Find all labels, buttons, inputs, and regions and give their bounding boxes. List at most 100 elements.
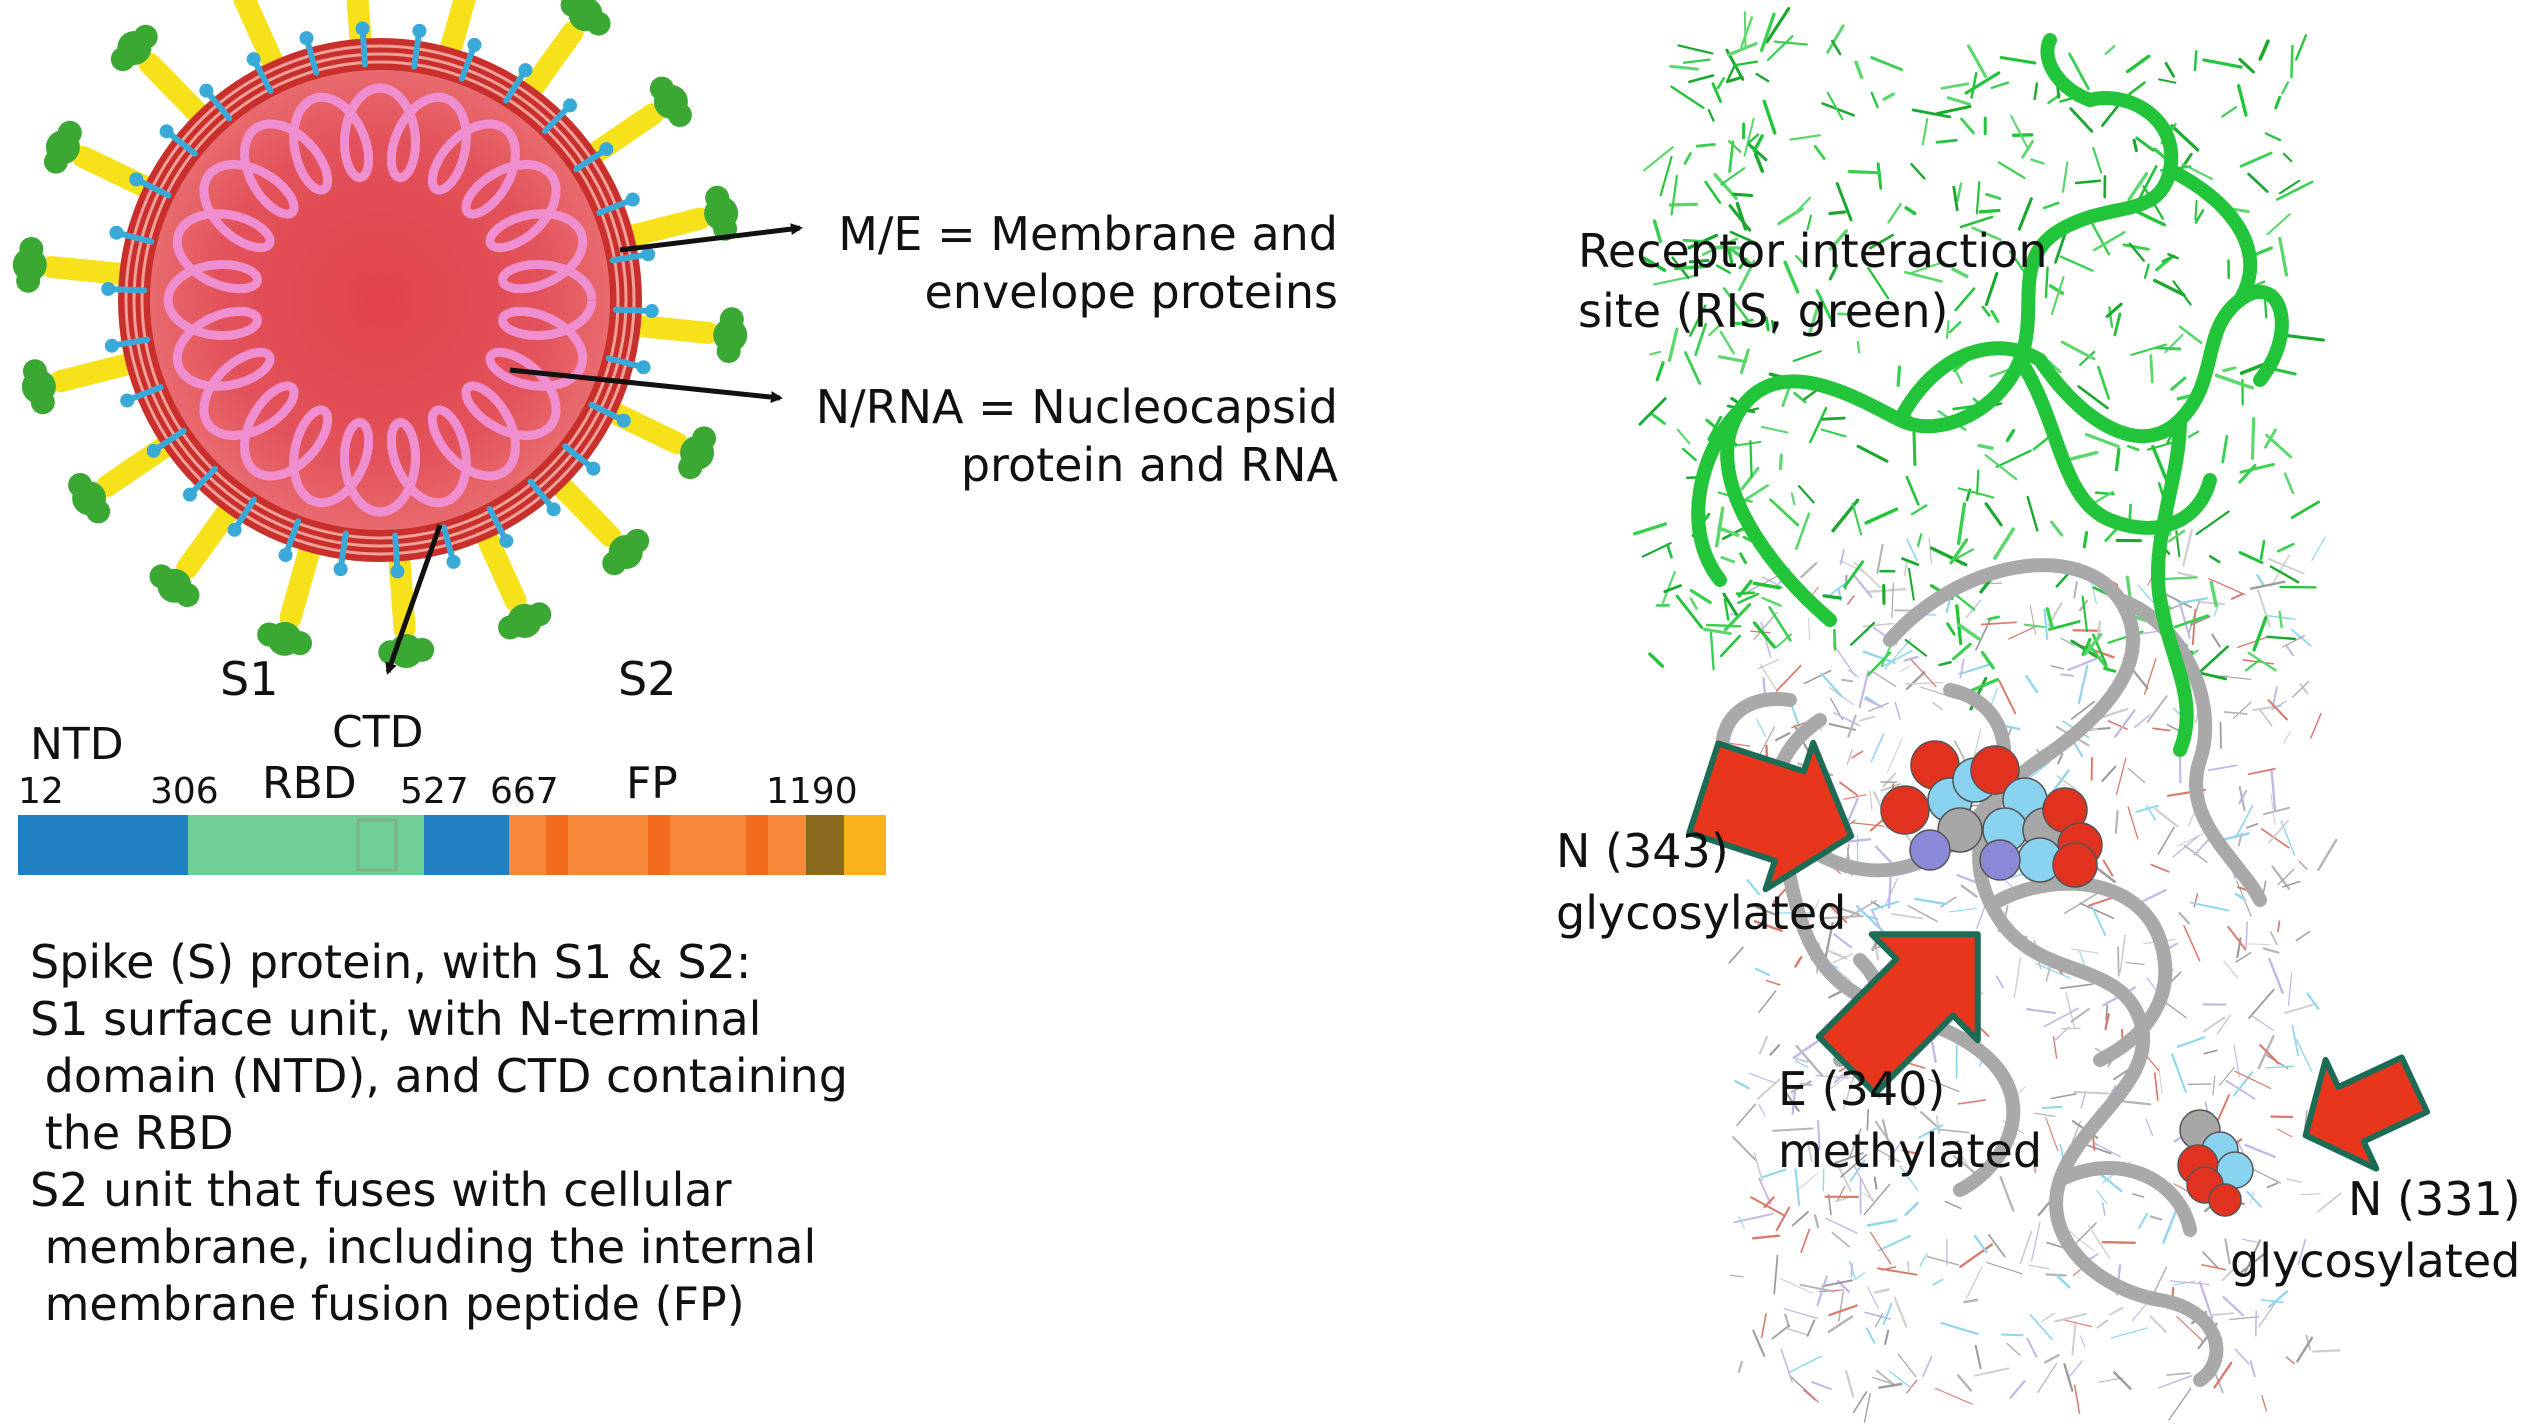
side-chain-bond	[2278, 610, 2283, 629]
side-chain-bond	[1935, 1387, 1973, 1405]
spike-protein	[257, 529, 324, 656]
side-chain-bond	[1807, 306, 1819, 338]
side-chain-bond	[2265, 433, 2293, 459]
side-chain-bond	[2193, 50, 2198, 72]
side-chain-bond	[1831, 39, 1842, 56]
side-chain-bond	[1904, 638, 1928, 657]
side-chain-bond	[1816, 1275, 1828, 1307]
side-chain-bond	[2105, 1004, 2109, 1021]
side-chain-bond	[2239, 362, 2267, 375]
side-chain-bond	[2238, 785, 2246, 812]
side-chain-bond	[2153, 1072, 2159, 1101]
side-chain-bond	[1842, 1071, 1856, 1110]
side-chain-bond	[2033, 82, 2039, 101]
side-chain-bond	[1806, 214, 1813, 231]
side-chain-bond	[2224, 1238, 2231, 1265]
side-chain-bond	[1711, 82, 1722, 103]
side-chain-bond	[2176, 1315, 2204, 1342]
side-chain-bond	[2172, 1280, 2196, 1286]
position-306: 306	[150, 771, 219, 812]
spike-head-lobe	[19, 236, 44, 261]
membrane-protein-head	[355, 21, 370, 36]
side-chain-bond	[2310, 712, 2322, 739]
side-chain-bond	[1792, 1036, 1825, 1059]
side-chain-bond	[2008, 624, 2039, 640]
membrane-protein-head	[518, 63, 533, 78]
side-chain-bond	[2285, 1356, 2295, 1365]
s2-band-3	[746, 815, 768, 875]
side-chain-bond	[1876, 1267, 1918, 1276]
side-chain-bond	[2197, 645, 2229, 674]
side-chain-bond	[1736, 1103, 1757, 1126]
side-chain-bond	[2258, 39, 2270, 61]
side-chain-bond	[1732, 1136, 1757, 1162]
side-chain-bond	[1845, 1370, 1855, 1398]
label-ntd: NTD	[30, 719, 124, 770]
side-chain-bond	[1876, 162, 1883, 190]
side-chain-bond	[2158, 1066, 2163, 1094]
side-chain-bond	[1951, 267, 1969, 279]
side-chain-bond	[1753, 152, 1765, 173]
side-chain-bond	[2029, 604, 2037, 635]
side-chain-bond	[1866, 1219, 1898, 1227]
side-chain-bond	[2097, 365, 2111, 400]
side-chain-bond	[1827, 1193, 1832, 1216]
side-chain-bond	[1754, 967, 1771, 977]
side-chain-bond	[2266, 1182, 2279, 1189]
side-chain-bond	[1903, 655, 1919, 662]
side-chain-bond	[1791, 1211, 1809, 1227]
side-chain-bond	[1899, 1165, 1918, 1191]
side-chain-bond	[1858, 670, 1870, 709]
side-chain-bond	[1916, 533, 1923, 547]
membrane-protein-head	[412, 23, 427, 38]
side-chain-bond	[2021, 139, 2035, 159]
side-chain-bond	[1869, 790, 1873, 811]
side-chain-bond	[2013, 957, 2022, 998]
side-chain-bond	[2212, 1075, 2216, 1096]
side-chain-bond	[1770, 320, 1776, 334]
atom-sphere	[1979, 839, 2021, 881]
side-chain-bond	[2128, 242, 2145, 262]
side-chain-bond	[1732, 192, 1754, 198]
side-chain-bond	[2151, 444, 2170, 485]
side-chain-bond	[1794, 956, 1803, 968]
side-chain-bond	[2154, 807, 2179, 828]
position-667: 667	[490, 771, 559, 812]
spike-head-lobe	[16, 268, 41, 293]
side-chain-bond	[2105, 302, 2123, 318]
side-chain-bond	[1683, 152, 1692, 165]
side-chain-bond	[1872, 670, 1897, 688]
description-line-6: membrane, including the internal	[30, 1220, 817, 1274]
side-chain-bond	[1894, 701, 1901, 720]
side-chain-bond	[2115, 757, 2127, 796]
membrane-protein-head	[159, 124, 174, 139]
side-chain-bond	[1910, 659, 1937, 688]
side-chain-bond	[2034, 1112, 2056, 1118]
side-chain-bond	[1906, 1260, 1910, 1273]
side-chain-bond	[2019, 1230, 2033, 1264]
side-chain-bond	[1649, 412, 1667, 425]
side-chain-bond	[2270, 769, 2277, 811]
side-chain-bond	[1775, 732, 1791, 742]
spike-protein	[12, 236, 143, 293]
side-chain-bond	[1726, 63, 1737, 82]
side-chain-bond	[2041, 1105, 2063, 1110]
side-chain-bond	[1886, 737, 1903, 773]
side-chain-bond	[2260, 1298, 2284, 1304]
side-chain-bond	[1903, 561, 1908, 576]
description-line-4: the RBD	[30, 1106, 234, 1160]
side-chain-bond	[1823, 914, 1864, 920]
side-chain-bond	[1715, 264, 1731, 274]
position-527: 527	[400, 771, 469, 812]
arrow-spike	[385, 524, 443, 675]
side-chain-bond	[1803, 669, 1832, 685]
spike-head-lobe	[57, 120, 82, 145]
spike-head-lobe	[692, 426, 717, 451]
side-chain-bond	[1738, 1216, 1745, 1229]
side-chain-bond	[1833, 933, 1853, 949]
side-chain-bond	[2221, 1267, 2236, 1282]
side-chain-bond	[1720, 556, 1736, 564]
side-chain-bond	[2234, 1070, 2272, 1090]
side-chain-bond	[1735, 201, 1748, 231]
side-chain-bond	[2127, 767, 2146, 784]
